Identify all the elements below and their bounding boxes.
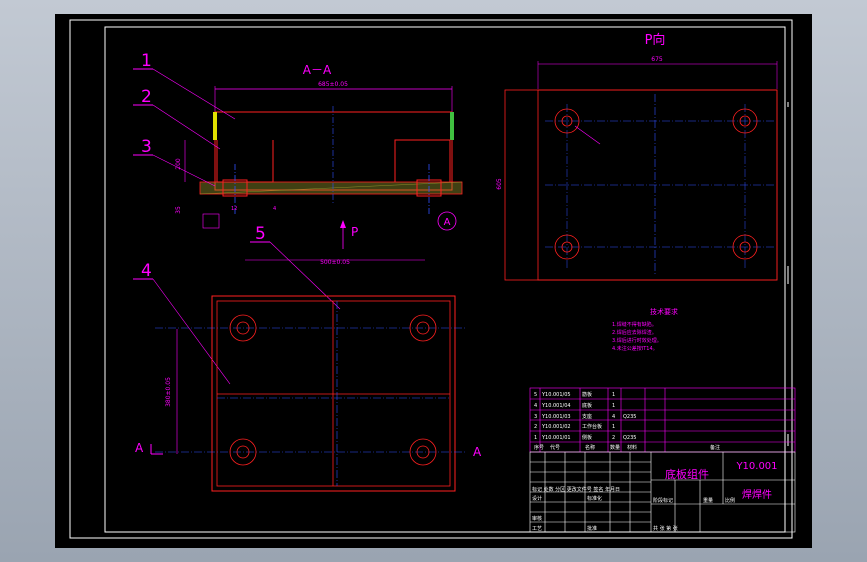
balloon-1: 1 — [141, 51, 152, 71]
svg-text:材料: 材料 — [627, 444, 637, 451]
svg-text:5: 5 — [534, 392, 537, 398]
dim-top-width: 685±0.05 — [318, 81, 348, 88]
label-stage: 阶段标记 — [653, 497, 673, 504]
svg-text:2: 2 — [534, 424, 537, 430]
right-box — [394, 139, 451, 182]
section-view: A－A 685±0.05 200 35 12 4 A P — [175, 63, 463, 249]
svg-text:名称: 名称 — [585, 444, 595, 451]
title-block — [529, 451, 796, 533]
outer-frame — [69, 19, 793, 539]
svg-text:4: 4 — [612, 414, 615, 420]
label-scale: 比例 — [725, 497, 735, 504]
subtitle: 焊焊件 — [742, 489, 772, 501]
weld-right — [450, 112, 454, 140]
base-inner — [216, 300, 451, 487]
tech-requirements: 技术要求 1.焊缝不得有缺陷。 2.焊后应去除焊渣。 3.焊后进行时效处理。 4… — [612, 307, 678, 352]
svg-text:Y10.001/02: Y10.001/02 — [541, 424, 571, 430]
svg-text:工作台板: 工作台板 — [582, 423, 602, 430]
dim-small-a: 12 — [231, 206, 237, 212]
balloon-2: 2 — [141, 87, 152, 107]
svg-text:Q235: Q235 — [623, 414, 636, 420]
svg-text:备注: 备注 — [710, 444, 720, 451]
label-std: 标准化 — [587, 495, 602, 502]
drawing-canvas: A－A 685±0.05 200 35 12 4 A P 1 — [69, 19, 796, 539]
balloon-5: 5 — [255, 224, 266, 244]
svg-text:Y10.001/01: Y10.001/01 — [541, 435, 571, 441]
tech-title: 技术要求 — [650, 307, 678, 316]
svg-text:序号: 序号 — [534, 444, 544, 451]
dim-height: 200 — [175, 158, 182, 170]
svg-text:支座: 支座 — [582, 413, 592, 420]
cut-marker-right: A — [473, 445, 482, 459]
tech-note-3: 3.焊后进行时效处理。 — [612, 337, 662, 344]
dim-plan-width: 500±0.05 — [320, 259, 350, 266]
svg-text:3: 3 — [534, 414, 537, 420]
dim-p-height: 605 — [496, 178, 503, 190]
svg-text:Q235: Q235 — [623, 435, 636, 441]
detail-marker: A — [444, 217, 451, 228]
base-outline — [211, 295, 456, 492]
svg-text:4: 4 — [534, 403, 537, 409]
drawing-no: Y10.001 — [735, 461, 777, 472]
weld-symbol — [202, 213, 220, 229]
tech-note-2: 2.焊后应去除焊渣。 — [612, 329, 657, 336]
left-box — [216, 140, 274, 183]
arrow-p-label: P — [351, 225, 358, 239]
dim-p-width: 675 — [651, 56, 663, 63]
svg-text:Y10.001/04: Y10.001/04 — [541, 403, 571, 409]
title-name: 底板组件 — [665, 467, 709, 481]
p-view: P向 675 605 — [496, 32, 778, 281]
cut-marker-left: A — [135, 441, 144, 455]
rev-header: 标记 处数 分区 更改文件号 签名 年月日 — [532, 486, 620, 493]
svg-text:侧板: 侧板 — [582, 434, 592, 441]
svg-text:2: 2 — [612, 435, 615, 441]
plan-view: 500±0.05 380±0.05 A A — [135, 259, 482, 492]
weld-left — [213, 112, 217, 140]
section-label: A－A — [303, 63, 332, 77]
label-design: 设计 — [532, 495, 542, 502]
label-weight: 重量 — [703, 497, 713, 504]
svg-text:1: 1 — [534, 435, 537, 441]
table-plate — [214, 111, 453, 191]
svg-text:1: 1 — [612, 392, 615, 398]
svg-text:底板: 底板 — [582, 402, 592, 409]
svg-text:Y10.001/05: Y10.001/05 — [541, 392, 571, 398]
dim-small-b: 4 — [273, 206, 276, 212]
svg-text:1: 1 — [612, 403, 615, 409]
view-label: P向 — [645, 32, 666, 48]
label-tech: 工艺 — [532, 526, 542, 532]
balloon-4: 4 — [141, 261, 152, 281]
svg-text:Y10.001/03: Y10.001/03 — [541, 414, 571, 420]
p-plate — [537, 89, 778, 281]
inner-frame — [104, 26, 786, 533]
drawing-sheet[interactable]: A－A 685±0.05 200 35 12 4 A P 1 — [55, 14, 812, 548]
svg-text:筋板: 筋板 — [582, 391, 592, 398]
detail-circle — [437, 211, 457, 231]
svg-text:代号: 代号 — [550, 444, 560, 451]
svg-text:1: 1 — [612, 424, 615, 430]
hatch-line — [199, 181, 463, 195]
label-check: 审核 — [532, 515, 542, 522]
view-arrow-head — [340, 220, 346, 228]
part-balloons: 1 2 3 4 5 — [133, 51, 341, 385]
dim-base: 35 — [175, 206, 182, 214]
tech-note-4: 4.未注公差按IT14。 — [612, 345, 658, 352]
label-sheets: 共 张 第 张 — [653, 525, 678, 532]
label-approve: 批准 — [587, 525, 597, 532]
title-text: 底板组件 Y10.001 焊焊件 标记 处数 分区 更改文件号 签名 年月日 设… — [532, 461, 778, 532]
dim-plan-height: 380±0.05 — [165, 377, 172, 407]
balloon-3: 3 — [141, 137, 152, 157]
svg-text:数量: 数量 — [610, 444, 620, 451]
tech-note-1: 1.焊缝不得有缺陷。 — [612, 321, 657, 328]
